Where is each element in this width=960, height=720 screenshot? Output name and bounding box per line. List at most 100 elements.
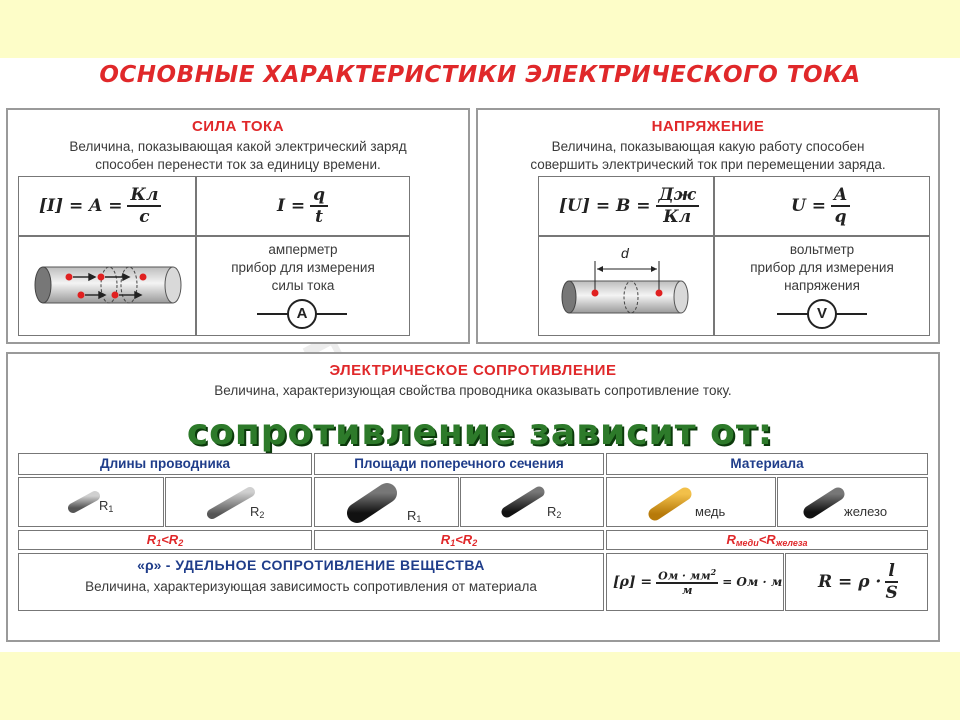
resistivity-title: «ρ» - УДЕЛЬНОЕ СОПРОТИВЛЕНИЕ ВЕЩЕСТВА: [19, 557, 603, 573]
length-rel-lt: <R: [161, 532, 179, 547]
resistivity-unit-numerator: Ом · мм2: [656, 566, 719, 585]
conductor-distance-illustration: [561, 261, 689, 314]
length-rel-r1: R: [146, 532, 157, 547]
area-rel-sub2: 2: [472, 538, 478, 548]
conductor-with-charges-illustration: [34, 266, 182, 304]
area-r1-cell: R1: [314, 477, 459, 527]
ammeter-symbol-letter: A: [287, 299, 317, 329]
resistivity-desc: Величина, характеризующая зависимость со…: [85, 579, 537, 594]
iron-label: железо: [844, 504, 888, 519]
length-r1-label: R1: [99, 498, 113, 514]
voltmeter-symbol-letter: V: [807, 299, 837, 329]
length-r1-letter: R: [99, 498, 109, 513]
current-unit-fraction: Кл с: [127, 185, 162, 227]
voltage-unit-den: Кл: [663, 207, 692, 227]
ammeter-desc-line1: прибор для измерения: [231, 260, 375, 275]
resistivity-unit-den: м: [681, 584, 693, 598]
long-rod-icon: [207, 487, 255, 519]
voltage-f-fraction: A q: [831, 185, 851, 227]
resistivity-unit-fraction: Ом · мм2 м: [656, 566, 719, 598]
header-length: Длины проводника: [18, 453, 312, 475]
material-rel-lt: <R: [758, 532, 776, 547]
voltage-desc-line1: Величина, показывающая какую работу спос…: [551, 139, 865, 154]
voltmeter-name: вольтметр: [789, 242, 855, 257]
current-formula: I = q t: [277, 183, 329, 229]
resistance-f-lhs: R = ρ ·: [818, 572, 882, 592]
current-panel: СИЛА ТОКА Величина, показывающая какой э…: [6, 108, 470, 344]
short-rod-icon: [68, 491, 100, 513]
length-r2-label: R2: [250, 504, 264, 520]
voltage-unit-fraction: Дж Кл: [655, 185, 699, 227]
area-r1-sub: 1: [416, 514, 422, 524]
current-f-fraction: q t: [310, 185, 329, 227]
resistance-f-num: l: [885, 561, 898, 583]
area-r2-letter: R: [547, 504, 557, 519]
copper-label: медь: [695, 504, 726, 519]
material-rel-sub-iron: железа: [775, 538, 808, 548]
iron-rod-icon: [803, 487, 845, 519]
ammeter-symbol: A: [257, 299, 347, 329]
voltage-unit-num: Дж: [655, 185, 699, 207]
distance-label: d: [621, 245, 629, 261]
resistance-depends-heading: сопротивление зависит от:: [186, 412, 774, 453]
current-formula-cell: I = q t: [196, 176, 410, 236]
ammeter-desc-line2: силы тока: [271, 278, 335, 293]
length-r2-sub: 2: [259, 510, 265, 520]
current-f-num: q: [310, 185, 329, 207]
resistance-desc: Величина, характеризующая свойства прово…: [214, 383, 732, 398]
resistivity-unit-num: Ом · мм: [658, 569, 711, 583]
length-r1-cell: R1: [18, 477, 164, 527]
header-material: Материала: [606, 453, 928, 475]
length-r2-letter: R: [250, 504, 260, 519]
current-unit-formula: [I] = A = Кл с: [39, 183, 162, 229]
resistivity-unit-rhs: = Ом · м: [722, 575, 783, 589]
resistivity-cell: «ρ» - УДЕЛЬНОЕ СОПРОТИВЛЕНИЕ ВЕЩЕСТВА Ве…: [18, 553, 604, 611]
area-rel-lt: <R: [455, 532, 473, 547]
current-desc-line1: Величина, показывающая какой электрическ…: [69, 139, 407, 154]
voltmeter-symbol: V: [777, 299, 867, 329]
resistivity-unit-formula: [ρ] = Ом · мм2 м = Ом · м: [613, 559, 782, 605]
current-f-den: t: [315, 207, 323, 227]
length-r2-cell: R2: [165, 477, 312, 527]
voltage-desc-line2: совершить электрический ток при перемеще…: [530, 157, 886, 172]
thin-rod-icon: [501, 486, 545, 518]
resistivity-unit-cell: [ρ] = Ом · мм2 м = Ом · м: [606, 553, 784, 611]
voltage-conductor-cell: d: [538, 236, 714, 336]
material-rel-r1: R: [726, 532, 736, 547]
resistivity-unit-lhs: [ρ] =: [613, 574, 653, 590]
thick-rod-icon: [347, 483, 397, 523]
resistance-title: ЭЛЕКТРИЧЕСКОЕ СОПРОТИВЛЕНИЕ: [329, 362, 617, 379]
voltage-panel: НАПРЯЖЕНИЕ Величина, показывающая какую …: [476, 108, 940, 344]
current-unit-den: с: [139, 207, 150, 227]
voltage-formula-cell: U = A q: [714, 176, 930, 236]
ammeter-name: амперметр: [268, 242, 338, 257]
resistance-f-fraction: l S: [885, 561, 898, 603]
voltage-f-num: A: [831, 185, 851, 207]
resistance-f-den: S: [885, 583, 898, 603]
resistivity-title-text: - УДЕЛЬНОЕ СОПРОТИВЛЕНИЕ ВЕЩЕСТВА: [161, 557, 485, 573]
current-unit-lhs: [I] = A =: [39, 196, 123, 216]
area-relation: R1<R2: [314, 530, 604, 550]
header-cross-section: Площади поперечного сечения: [314, 453, 604, 475]
area-r2-cell: R2: [460, 477, 604, 527]
voltage-unit-cell: [U] = B = Дж Кл: [538, 176, 714, 236]
voltage-unit-formula: [U] = B = Дж Кл: [559, 183, 699, 229]
voltmeter-cell: вольтметр прибор для измерения напряжени…: [714, 236, 930, 336]
area-rel-r1: R: [440, 532, 451, 547]
length-rel-sub2: 2: [178, 538, 184, 548]
voltage-unit-lhs: [U] = B =: [559, 196, 651, 216]
ammeter-cell: амперметр прибор для измерения силы тока…: [196, 236, 410, 336]
current-f-lhs: I =: [277, 196, 306, 216]
area-rel-sub1: 1: [450, 538, 456, 548]
voltmeter-desc-line2: напряжения: [784, 278, 860, 293]
current-desc-line2: способен перенести ток за единицу времен…: [95, 157, 381, 172]
material-relation: Rмеди<Rжелеза: [606, 530, 928, 550]
current-unit-num: Кл: [127, 185, 162, 207]
current-title: СИЛА ТОКА: [191, 118, 285, 135]
material-rel-sub-copper: меди: [735, 538, 759, 548]
area-r2-label: R2: [547, 504, 561, 520]
resistivity-unit-sup: 2: [710, 566, 717, 577]
voltmeter-desc-line1: прибор для измерения: [750, 260, 894, 275]
resistance-formula-cell: R = ρ · l S: [785, 553, 928, 611]
length-relation: R1<R2: [18, 530, 312, 550]
